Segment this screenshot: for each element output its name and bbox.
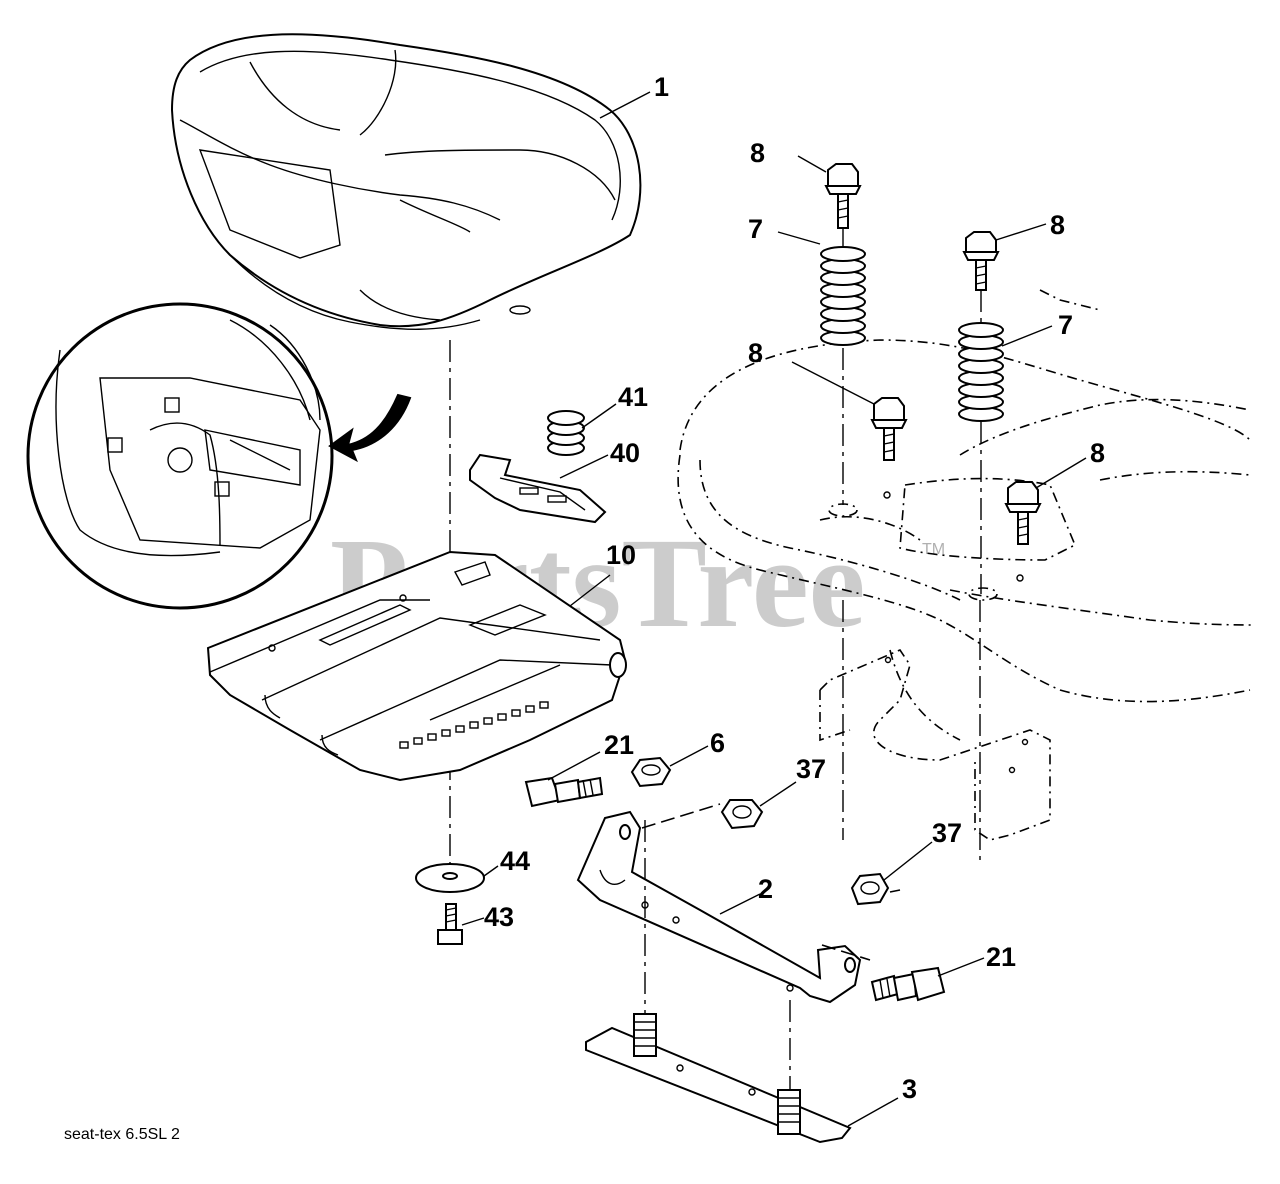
leader-8-c [791, 361, 875, 405]
callout-7-b: 7 [1058, 310, 1073, 340]
leader-8-b [995, 223, 1047, 241]
spring-part-7-a [820, 246, 866, 346]
callout-21-left: 21 [604, 730, 634, 760]
callout-37-upper: 37 [796, 754, 826, 784]
watermark-trademark: TM [922, 541, 945, 558]
leader-10 [569, 574, 611, 607]
stud-right [777, 1089, 801, 1135]
detail-arrow-icon [328, 393, 412, 463]
leader-44 [483, 865, 499, 877]
leader-43 [461, 917, 485, 926]
leader-8-d [1035, 457, 1087, 489]
nut-part-37-lower [850, 872, 890, 906]
bolt-part-8-c [870, 397, 908, 461]
callout-40: 40 [610, 438, 640, 468]
diagram-caption: seat-tex 6.5SL 2 [64, 1126, 180, 1143]
callout-37-lower: 37 [932, 818, 962, 848]
leader-21-left [547, 751, 601, 781]
leader-37-lower [883, 841, 933, 881]
plate-part-3 [585, 1013, 852, 1144]
callout-7-a: 7 [748, 214, 763, 244]
callout-44: 44 [500, 846, 530, 876]
leader-37-upper [759, 781, 797, 807]
bracket-part-2 [576, 810, 862, 1004]
dash-37-upper [641, 803, 721, 829]
callout-41: 41 [618, 382, 648, 412]
spring-part-41 [547, 410, 585, 456]
bolt-part-8-a [824, 163, 862, 229]
callout-8-d: 8 [1090, 438, 1105, 468]
callout-6: 6 [710, 728, 725, 758]
bolt-part-8-d [1004, 481, 1042, 545]
callout-2: 2 [758, 874, 773, 904]
leader-6 [669, 745, 709, 767]
callout-10: 10 [606, 540, 636, 570]
callout-8-b: 8 [1050, 210, 1065, 240]
dash-21-right [821, 944, 871, 961]
leader-7-b [1001, 325, 1053, 347]
leader-7-a [777, 231, 821, 245]
bolt-part-8-b [962, 231, 1000, 291]
stud-left [633, 1013, 657, 1057]
nut-part-6 [630, 756, 672, 788]
leader-41 [581, 403, 617, 429]
nut-part-37-upper [720, 799, 764, 830]
washer-part-44 [415, 863, 485, 893]
callout-8-c: 8 [748, 338, 763, 368]
callout-21-right: 21 [986, 942, 1016, 972]
leader-3 [847, 1097, 899, 1127]
leader-1 [599, 91, 651, 119]
leader-21-right [937, 957, 985, 977]
seat-part-1 [170, 33, 642, 330]
callout-1: 1 [654, 72, 669, 102]
leader-40 [559, 454, 609, 479]
bolt-part-43 [437, 903, 463, 945]
seat-pan-part-10 [206, 550, 627, 782]
callout-3: 3 [902, 1074, 917, 1104]
slot-row [399, 701, 549, 749]
callout-8-a: 8 [750, 138, 765, 168]
leader-8-a [797, 155, 827, 173]
latch-part-40 [469, 453, 607, 524]
shoulder-bolt-part-21-right [870, 966, 946, 1002]
callout-43: 43 [484, 902, 514, 932]
detail-inset [26, 302, 334, 610]
spring-part-7-b [958, 322, 1004, 422]
shoulder-bolt-part-21-left [524, 776, 604, 808]
dash-37-lower [889, 889, 901, 893]
leader-2 [719, 893, 761, 915]
